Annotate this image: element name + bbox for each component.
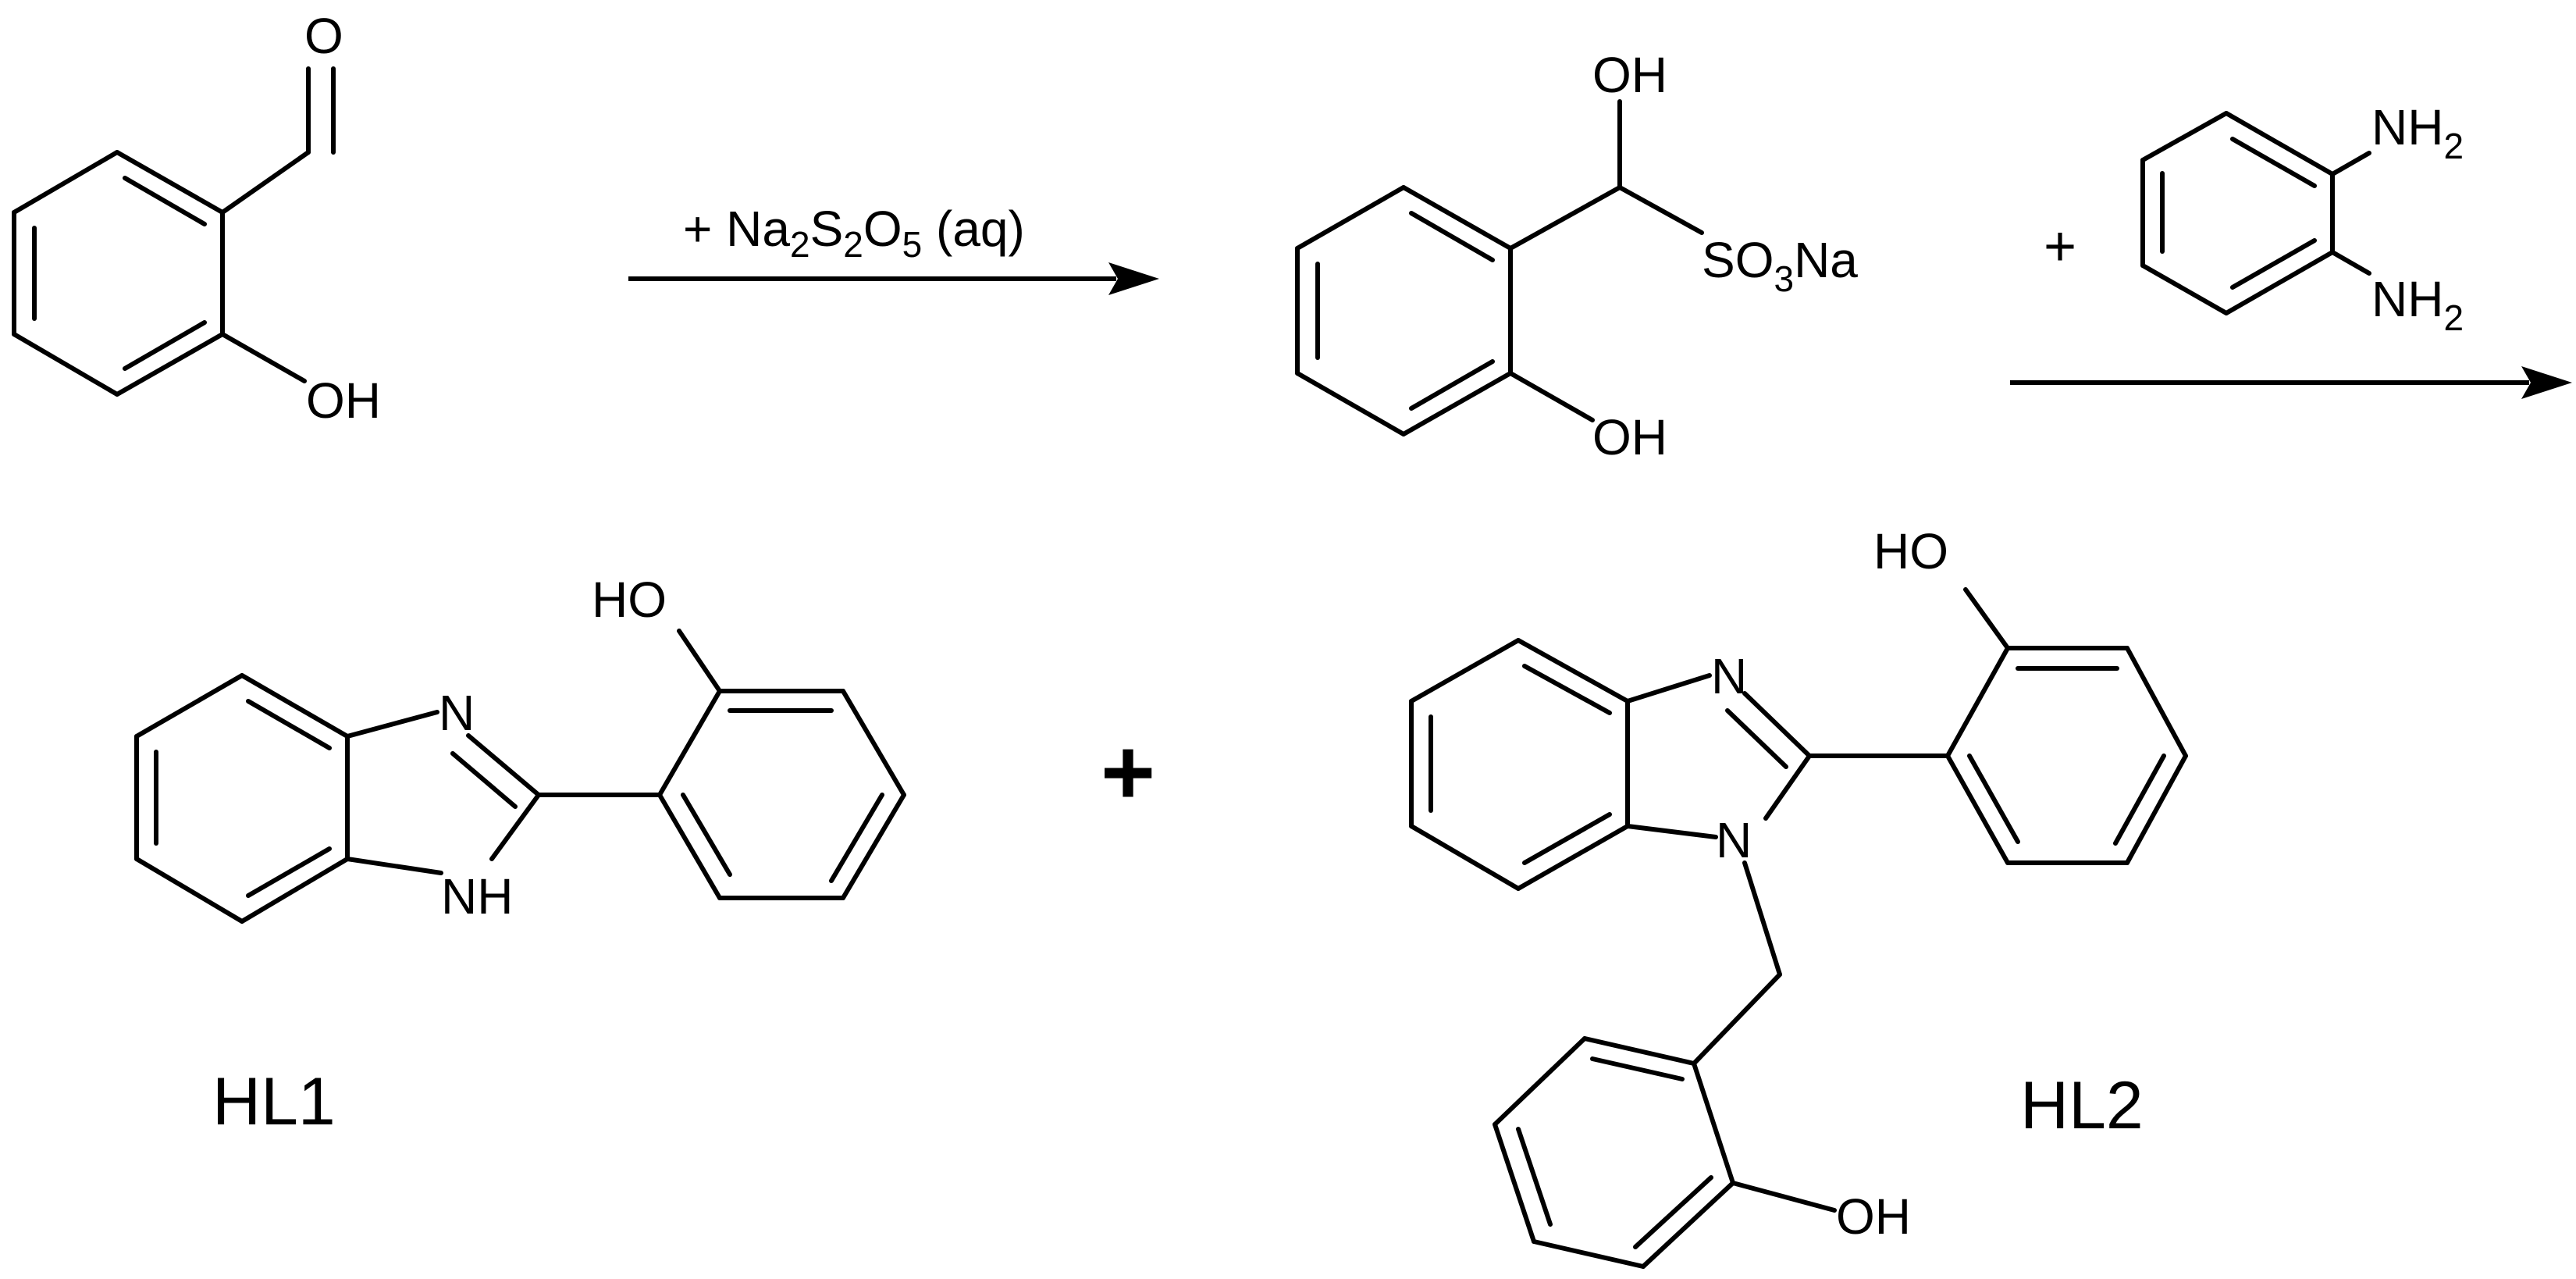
reaction-arrow-1 — [628, 262, 1159, 295]
aldehyde-oxygen-label: O — [304, 8, 343, 64]
bisulfite-adduct-structure — [1295, 99, 1704, 436]
plus-sign-small: + — [2044, 216, 2076, 278]
amine-label-bottom: NH2 — [2371, 271, 2464, 338]
hl1-compound-label: HL1 — [212, 1064, 336, 1139]
hl1-ho-label: HO — [592, 572, 667, 628]
hl2-n1-label: N — [1716, 812, 1752, 868]
salicylaldehyde-oh-label: OH — [306, 372, 381, 429]
plus-sign-large: + — [1101, 720, 1155, 825]
adduct-oh-bottom-label: OH — [1592, 409, 1667, 465]
hl2-ho-label: HO — [1873, 523, 1948, 579]
reagent-label: + Na2S2O5 (aq) — [683, 201, 1025, 265]
adduct-oh-top-label: OH — [1592, 47, 1667, 103]
hl2-structure — [1409, 587, 2188, 1269]
o-phenylenediamine-structure — [2140, 111, 2371, 315]
salicylaldehyde-structure — [12, 66, 336, 397]
hl1-structure — [134, 629, 906, 924]
reaction-arrow-2 — [2010, 366, 2572, 399]
hl1-nh-label: NH — [441, 868, 513, 925]
hl2-oh-label: OH — [1836, 1188, 1911, 1245]
hl1-imine-n-label: N — [439, 685, 475, 741]
hl2-imine-n-label: N — [1711, 648, 1747, 704]
adduct-so3na-label: SO3Na — [1702, 232, 1858, 299]
hl2-compound-label: HL2 — [2020, 1068, 2144, 1143]
amine-label-top: NH2 — [2371, 99, 2464, 166]
